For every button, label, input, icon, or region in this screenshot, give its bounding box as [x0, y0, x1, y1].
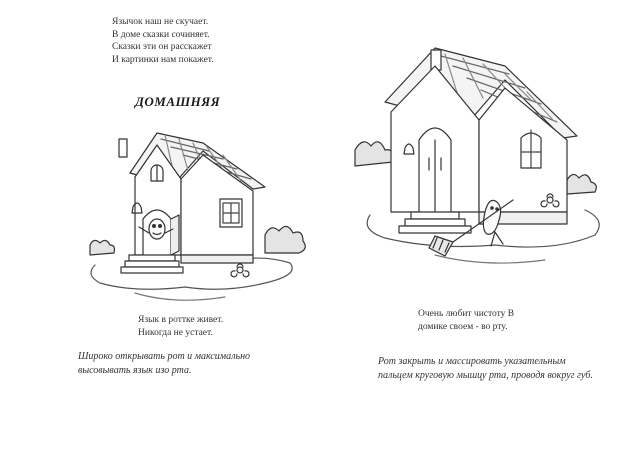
large-house-illustration [345, 40, 615, 280]
left-caption: Язык в роттке живет. Никогда не устает. [138, 314, 223, 340]
left-instruction: Широко открывать рот и максимально высов… [78, 351, 251, 376]
caption-line: Никогда не устает. [138, 328, 213, 338]
intro-poem: Язычок наш не скучает. В доме сказки соч… [112, 16, 312, 66]
exercise-title: ДОМАШНЯЯ [135, 94, 221, 109]
poem-line: В доме сказки сочиняет. [112, 29, 210, 40]
poem-line: Сказки эти он расскажет [112, 42, 212, 52]
poem-line: И картинки нам покажет. [112, 54, 214, 65]
caption-line: Очень любит чистоту В [418, 309, 515, 319]
right-caption: Очень любит чистоту В домике своем - во … [418, 308, 514, 334]
poem-line: Язычок наш не скучает. [112, 17, 209, 27]
small-house-illustration [75, 115, 325, 310]
caption-line: домике своем - во рту. [418, 322, 508, 332]
caption-line: Язык в роттке живет. [138, 315, 224, 325]
right-instruction: Рот закрыть и массировать указательным п… [378, 356, 593, 381]
